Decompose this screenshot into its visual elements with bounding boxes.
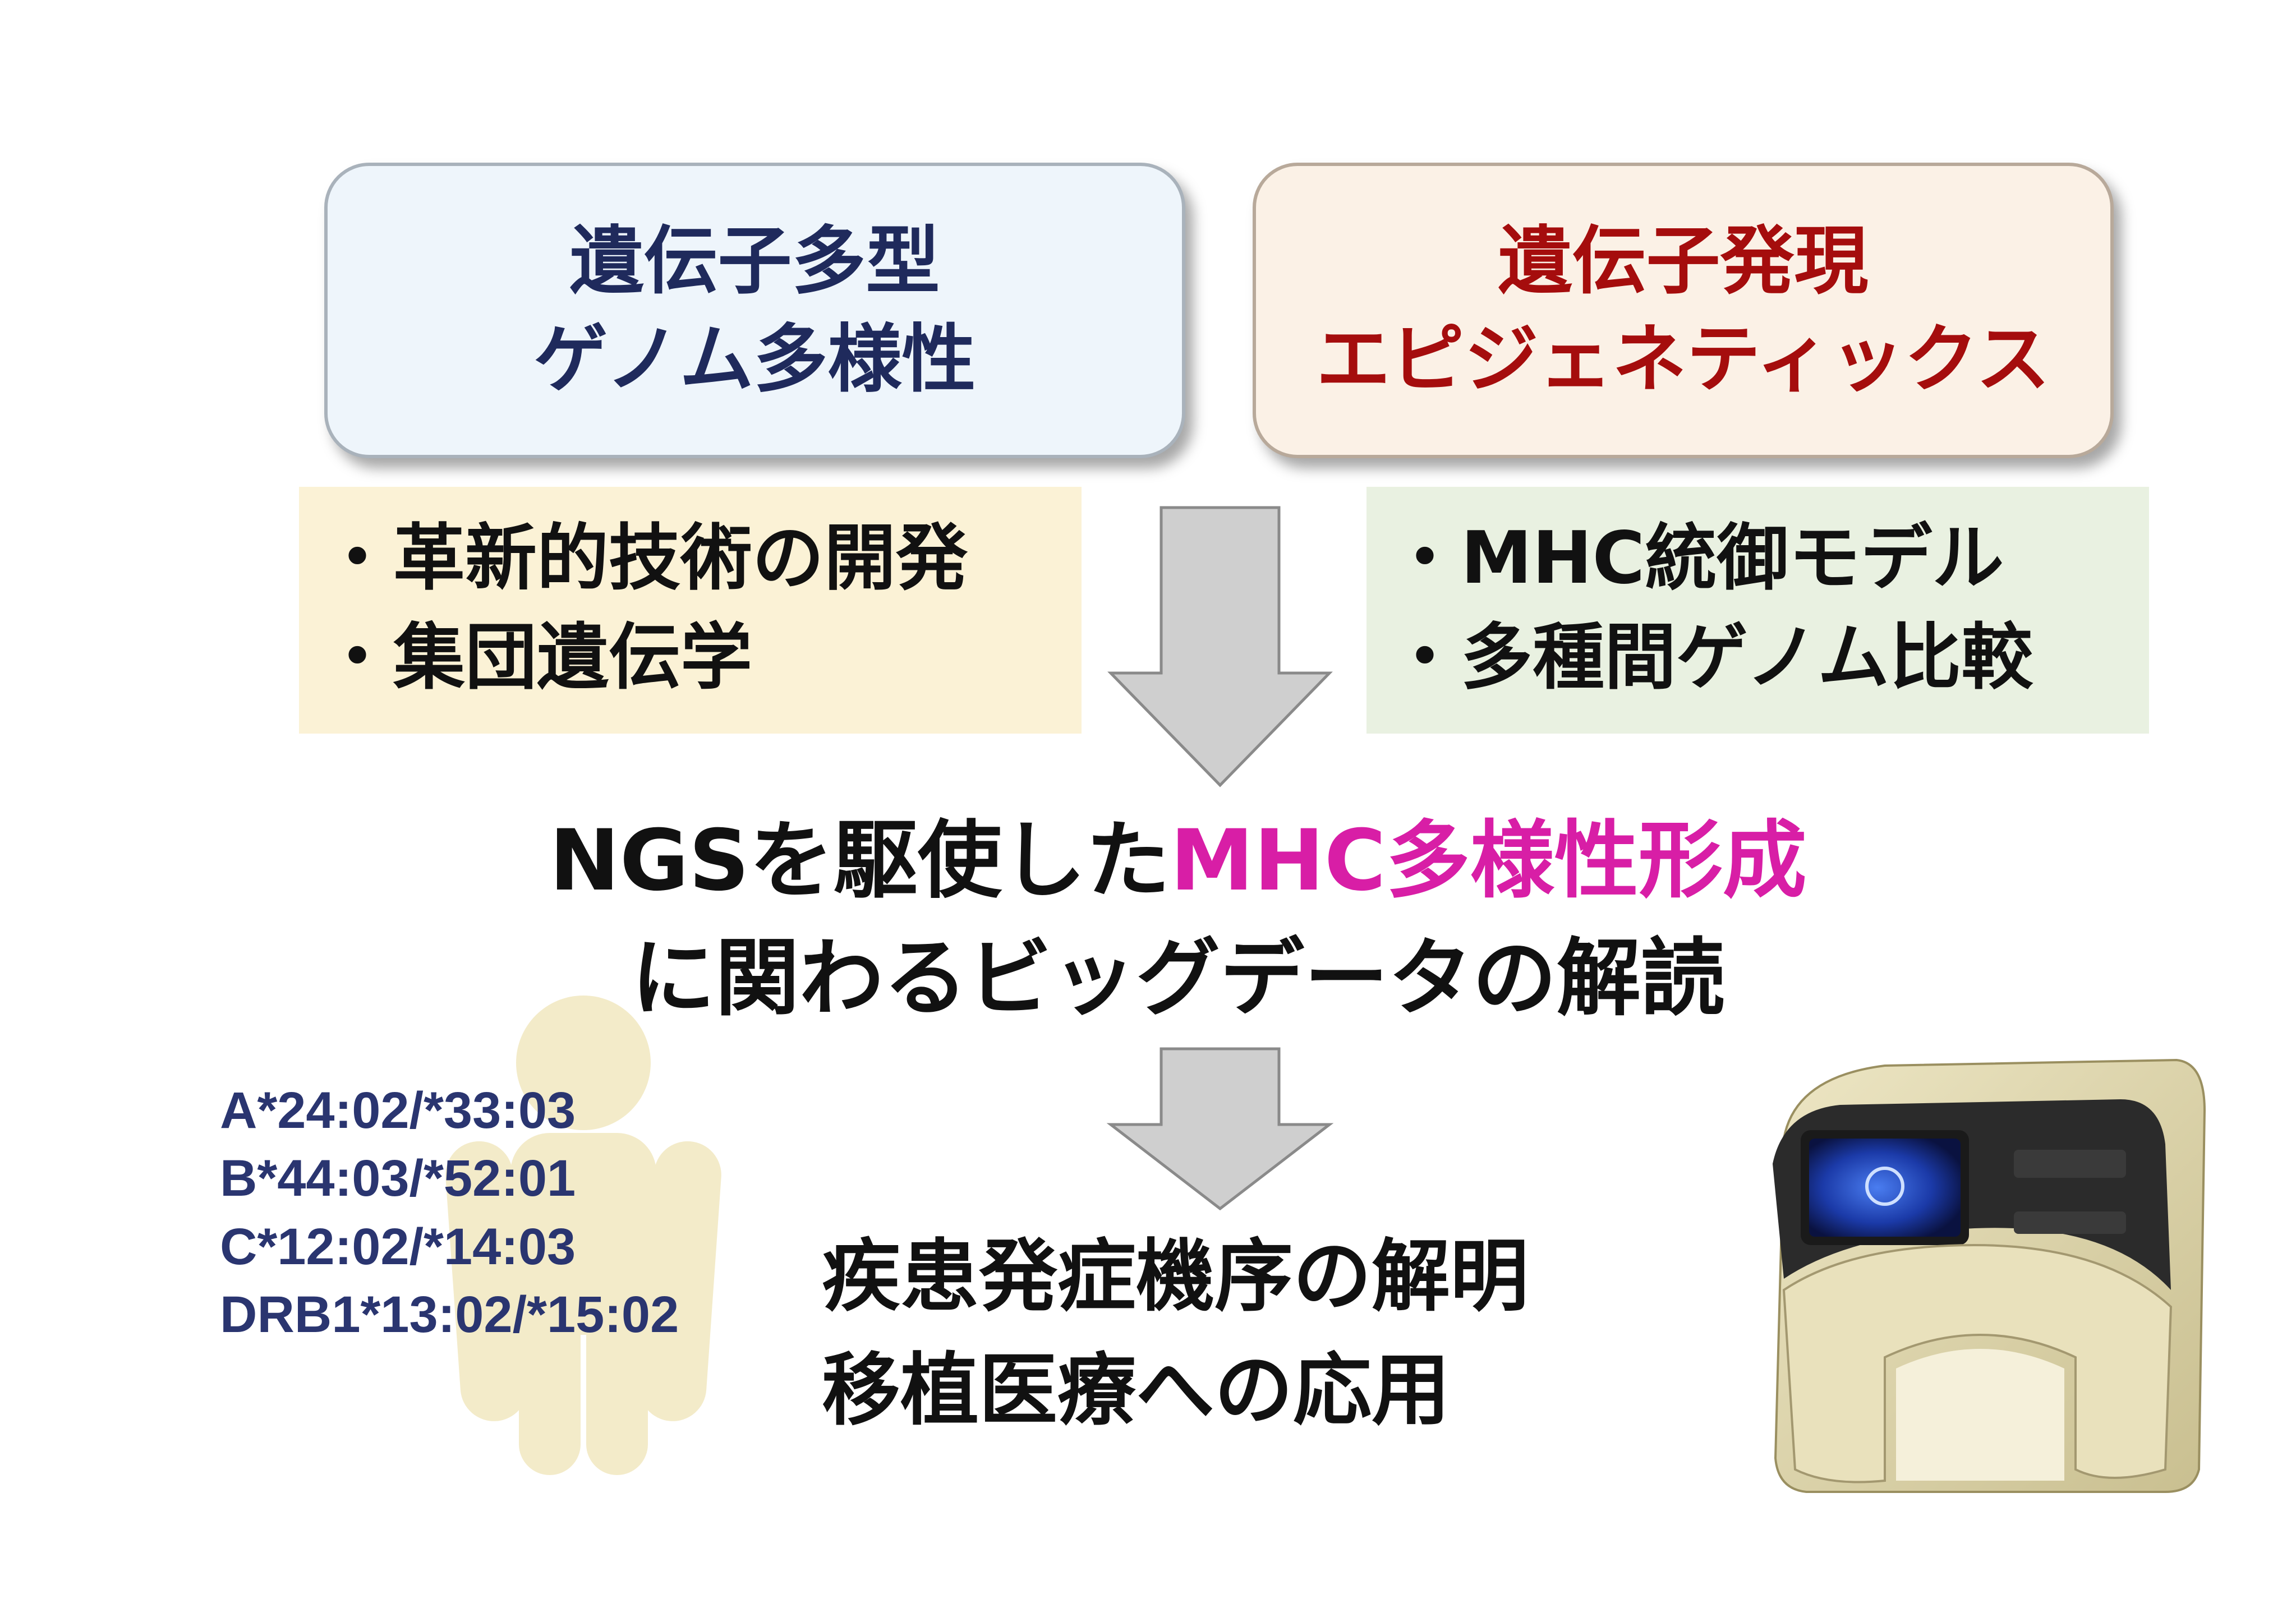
gene-expression-line2: エピジェネティックス bbox=[1316, 316, 2050, 403]
gene-expression-box: 遺伝子発現 エピジェネティックス bbox=[1253, 163, 2114, 458]
outcomes: 疾患発症機序の解明 移植医療への応用 bbox=[822, 1220, 1719, 1448]
methods-item: ・集団遺伝学 bbox=[321, 615, 753, 699]
hla-genotype: B*44:03/*52:01 bbox=[220, 1150, 576, 1208]
genomic-diversity-box: 遺伝子多型 ゲノム多様性 bbox=[324, 163, 1185, 458]
down-arrow-icon bbox=[1106, 1047, 1334, 1211]
genomic-diversity-line2: ゲノム多様性 bbox=[533, 316, 976, 403]
headline: NGSを駆使したMHC多様性形成 に関わるビッグデータの解読 bbox=[393, 802, 1963, 1038]
headline-line2: に関わるビッグデータの解読 bbox=[631, 930, 1725, 1027]
outcome-item: 疾患発症機序の解明 bbox=[822, 1231, 1529, 1323]
person-silhouette-icon bbox=[445, 996, 721, 1475]
down-arrow-icon bbox=[1107, 506, 1333, 787]
genomic-diversity-line1: 遺伝子多型 bbox=[569, 218, 940, 305]
headline-highlight: MHC多様性形成 bbox=[1170, 812, 1807, 910]
methods-item: ・革新的技術の開発 bbox=[321, 517, 968, 600]
headline-prefix: NGSを駆使した bbox=[549, 812, 1170, 910]
models-panel: ・MHC統御モデル ・多種間ゲノム比較 bbox=[1366, 487, 2149, 734]
hla-genotype-list: A*24:02/*33:03 B*44:03/*52:01 C*12:02/*1… bbox=[220, 1077, 679, 1349]
ngs-sequencer-icon bbox=[1773, 1058, 2206, 1493]
models-item: ・多種間ゲノム比較 bbox=[1389, 615, 2033, 699]
gene-expression-line1: 遺伝子発現 bbox=[1498, 218, 1869, 305]
models-item: ・MHC統御モデル bbox=[1389, 517, 2004, 600]
hla-genotype: A*24:02/*33:03 bbox=[220, 1082, 576, 1139]
outcome-item: 移植医療への応用 bbox=[822, 1345, 1451, 1436]
methods-panel: ・革新的技術の開発 ・集団遺伝学 bbox=[299, 487, 1082, 734]
headline-line1: NGSを駆使したMHC多様性形成 bbox=[393, 802, 1963, 920]
hla-genotype: C*12:02/*14:03 bbox=[220, 1218, 576, 1275]
hla-genotype: DRB1*13:02/*15:02 bbox=[220, 1286, 679, 1344]
